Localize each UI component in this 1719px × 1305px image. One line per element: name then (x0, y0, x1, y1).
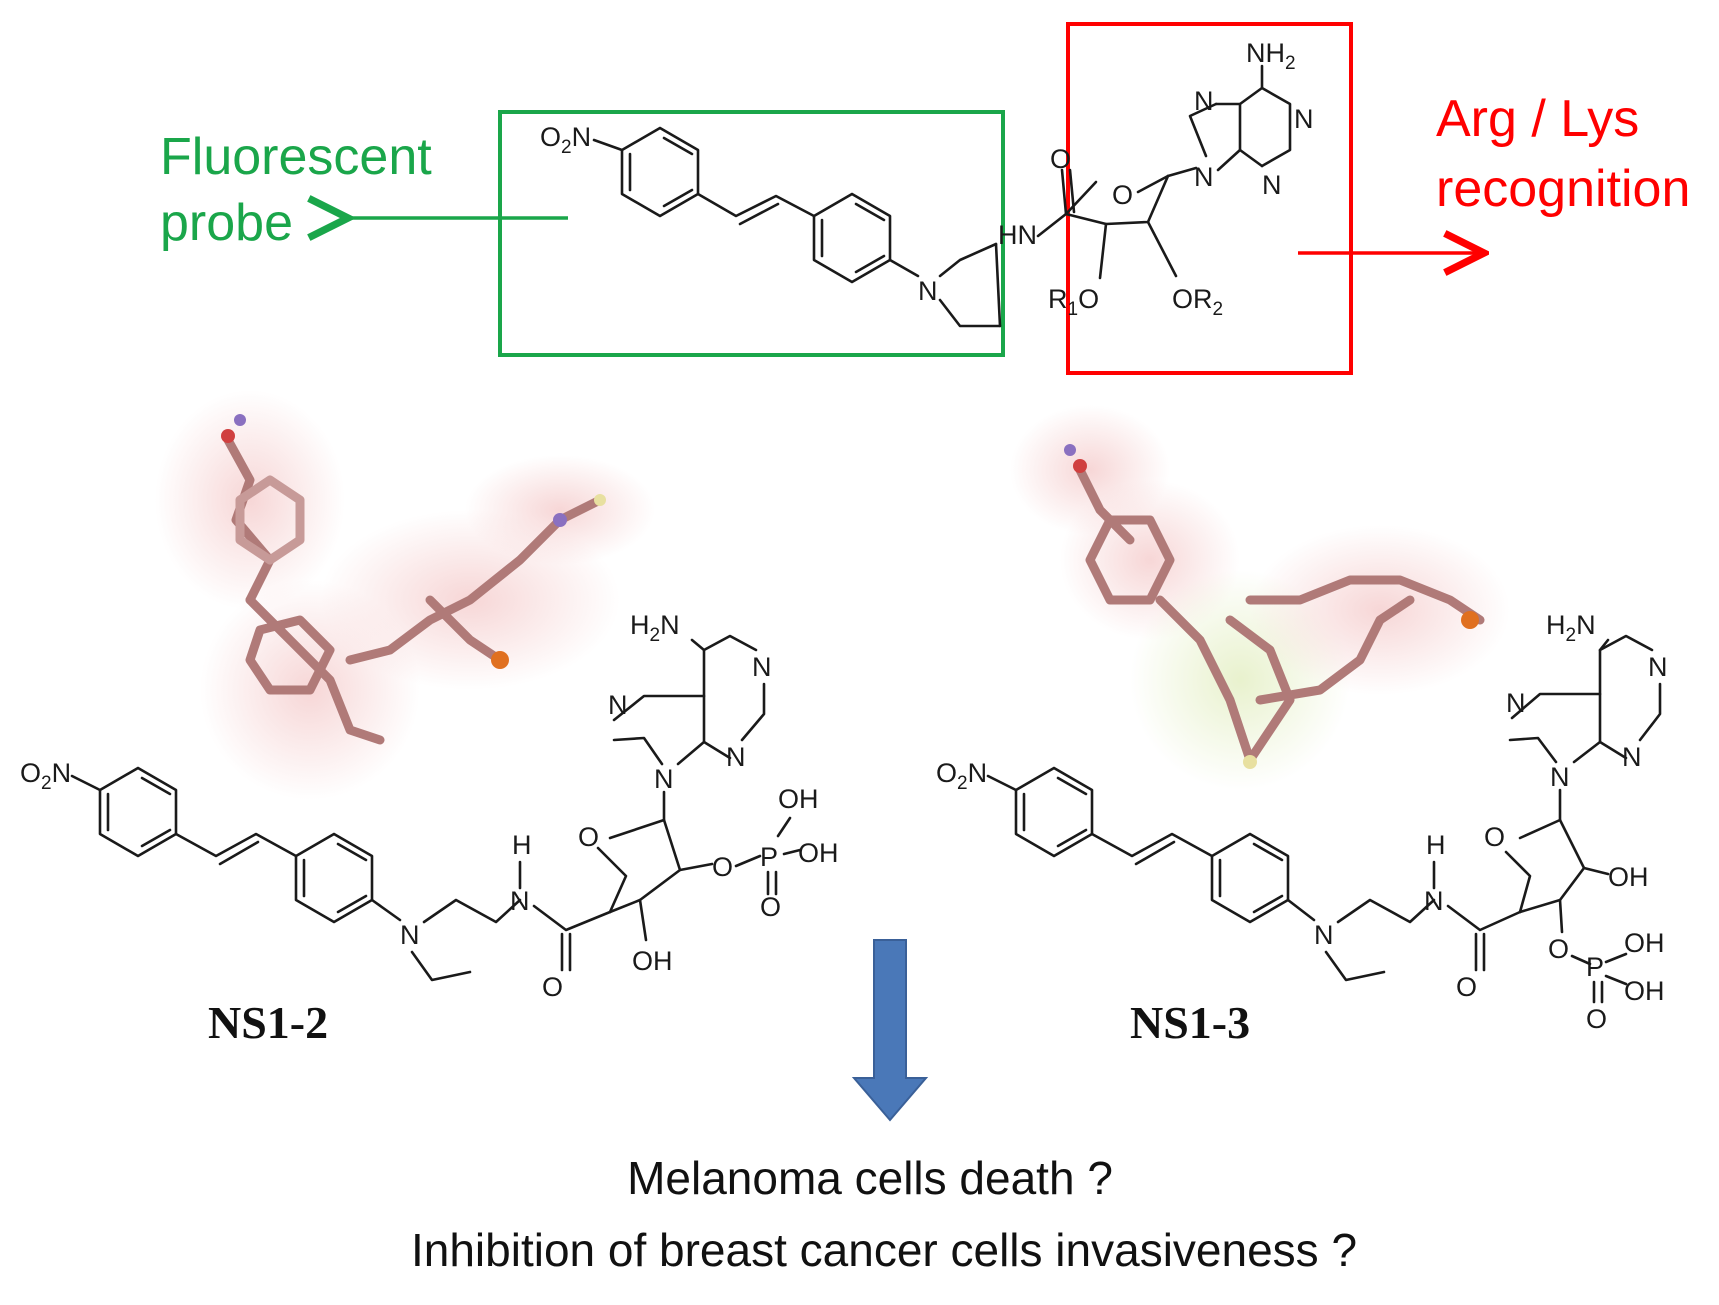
ribose-o-label: O (1112, 180, 1133, 210)
n9-label: N (1194, 162, 1214, 192)
nh2-label: NH2 (1246, 38, 1296, 74)
phosphate-o-label: O (1586, 1004, 1607, 1034)
compound-name-ns1-3: NS1-3 (1130, 997, 1250, 1048)
n3-label: N (726, 742, 746, 772)
general-structure: O2N N HN O (498, 22, 1353, 375)
benzene-ring (592, 126, 700, 218)
n1-label: N (752, 652, 772, 682)
ribose-o-label: O (578, 822, 599, 852)
carbonyl-o-label: O (542, 972, 563, 1002)
o2n-label: O2N (20, 758, 71, 794)
compound-name-ns1-2: NS1-2 (208, 997, 328, 1048)
carbonyl-o-label: O (1050, 144, 1071, 174)
p-label: P (1586, 952, 1604, 982)
question-line-1: Melanoma cells death ? (627, 1152, 1113, 1204)
p-label: P (760, 842, 778, 872)
benzene-ring (812, 192, 892, 284)
n1-label: N (1294, 104, 1314, 134)
n3-label: N (1262, 170, 1282, 200)
ribose-o-label: O (1484, 822, 1505, 852)
oh-label: OH (632, 946, 673, 976)
oh-label: OH (778, 784, 819, 814)
r1o-label: R1O (1048, 284, 1099, 320)
probe-label-line2: probe (160, 194, 293, 252)
oh-label: OH (798, 838, 839, 868)
recognition-box (1066, 22, 1353, 375)
n-label: N (1314, 920, 1334, 950)
ns1-2-structure: O2N N N H O O OH O P OH O (20, 610, 839, 1002)
oh-label: OH (1608, 862, 1649, 892)
n-label: N (918, 276, 938, 306)
carbonyl-o-label: O (1456, 972, 1477, 1002)
n-label: N (400, 920, 420, 950)
recognition-label-line1: Arg / Lys (1436, 90, 1639, 148)
phosphate-o-label: O (760, 892, 781, 922)
n3-label: N (1622, 742, 1642, 772)
question-line-2: Inhibition of breast cancer cells invasi… (411, 1224, 1357, 1276)
n9-label: N (654, 764, 674, 794)
or2-label: OR2 (1172, 284, 1223, 320)
h2n-label: H2N (1546, 610, 1596, 646)
n1-label: N (1648, 652, 1668, 682)
n9-label: N (1550, 762, 1570, 792)
phosphate-o-label: O (712, 852, 733, 882)
nh-n-label: N (510, 886, 530, 916)
n7-label: N (1194, 86, 1214, 116)
oh-label: OH (1624, 928, 1665, 958)
recognition-label-line2: recognition (1436, 160, 1690, 218)
ns1-3-3d-model (1010, 405, 1510, 790)
nh-h-label: H (1426, 830, 1446, 860)
probe-label-line1: Fluorescent (160, 128, 432, 186)
nh-n-label: N (1424, 886, 1444, 916)
oh-label: OH (1624, 976, 1665, 1006)
probe-box (498, 110, 1005, 357)
nh-h-label: H (512, 830, 532, 860)
ns1-3-structure: O2N N N H O O OH O P OH O (936, 610, 1668, 1034)
phosphate-o-label: O (1548, 934, 1569, 964)
o2n-label: O2N (936, 758, 987, 794)
h2n-label: H2N (630, 610, 680, 646)
o2n-label: O2N (540, 122, 591, 158)
down-arrow-icon (851, 939, 929, 1122)
hn-label: HN (998, 220, 1037, 250)
ns1-2-3d-model (155, 390, 655, 800)
